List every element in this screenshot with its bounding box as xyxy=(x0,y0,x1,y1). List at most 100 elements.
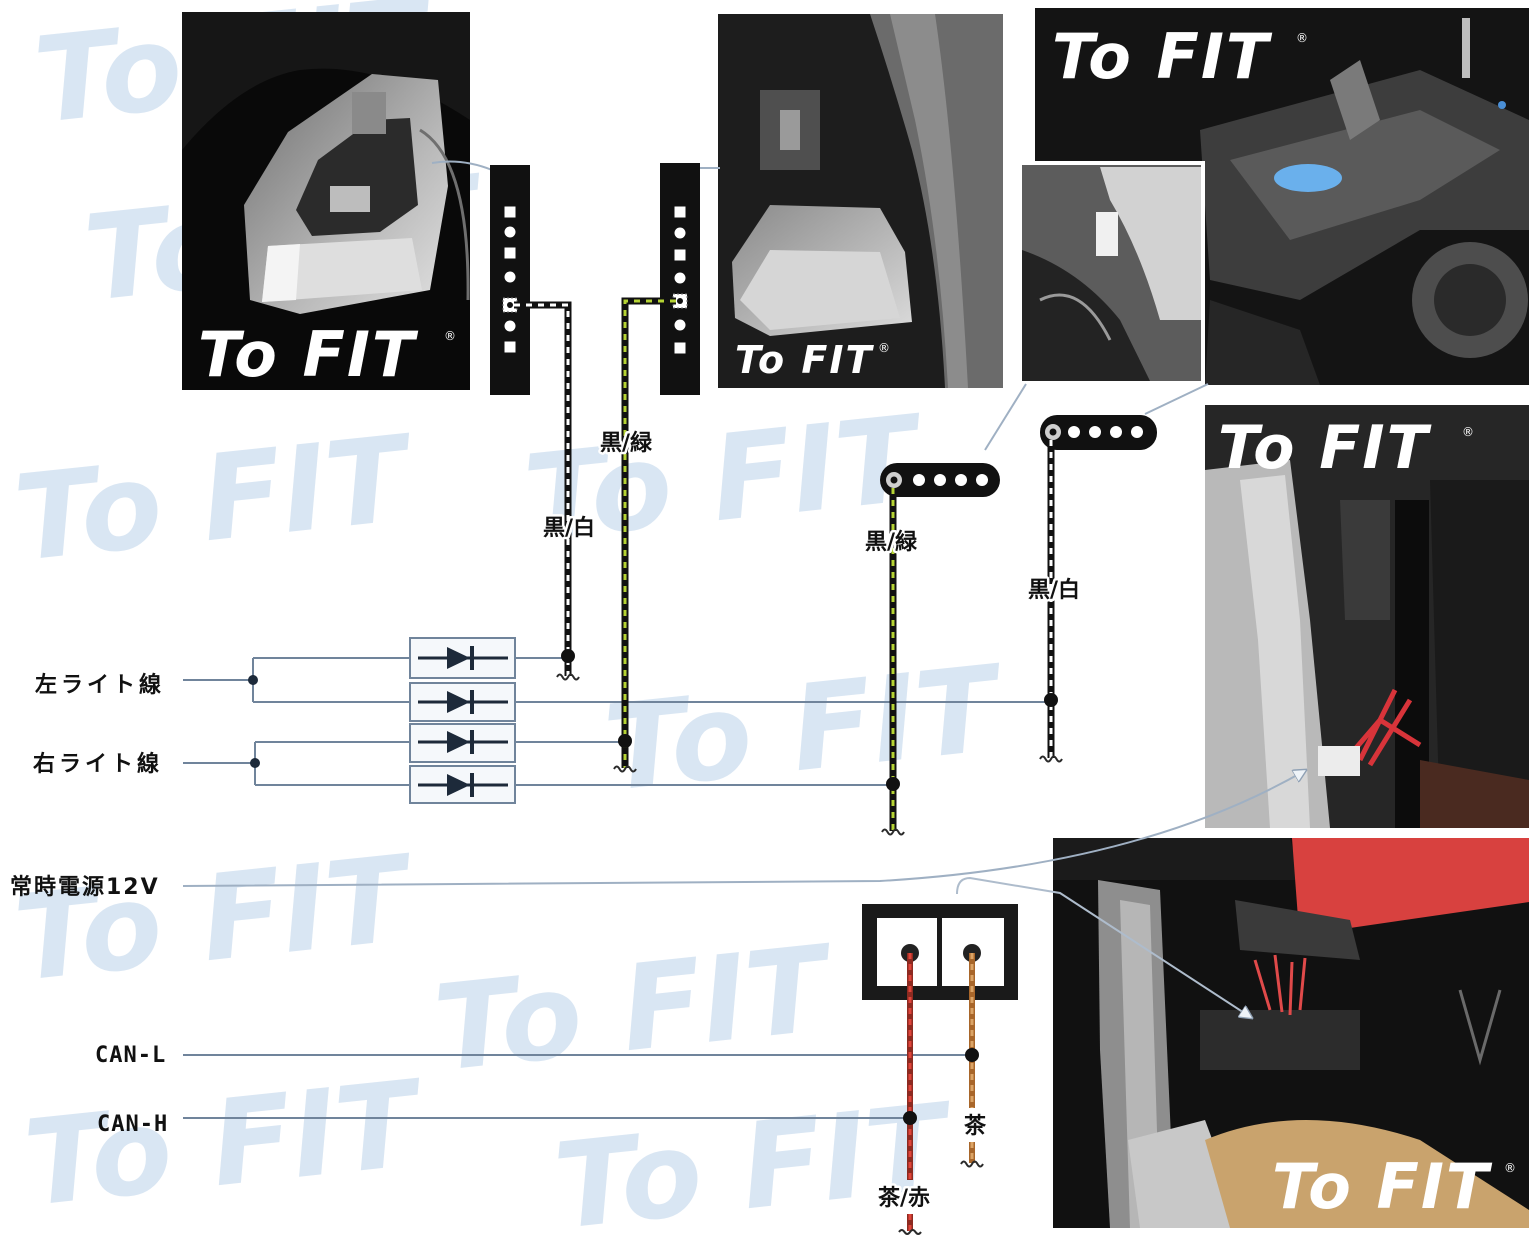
connector-pin-tap-point xyxy=(677,298,683,304)
brand-logo: To FIT xyxy=(735,338,874,382)
wire-terminal-icon xyxy=(898,1229,922,1235)
body-pillar-highlight xyxy=(890,14,968,388)
right-light-label: 右ライト線 xyxy=(33,751,163,777)
junction-dot-icon xyxy=(886,777,900,791)
watermark-logo: To FIT xyxy=(429,919,842,1098)
junction-dot-icon xyxy=(561,649,575,663)
wire-label-connector-b: 黒/白 xyxy=(1028,577,1080,603)
headlight-lens-highlight xyxy=(262,244,300,302)
photo-right-headlight: To FIT ® xyxy=(718,14,1003,388)
wire-label-right-harness: 黒/緑 xyxy=(600,430,653,456)
wire-label-can-l: 茶 xyxy=(964,1114,987,1139)
brand-logo-mark: ® xyxy=(1462,425,1474,439)
can-h-label: CAN-H xyxy=(97,1112,168,1137)
connector-pin-tap-point xyxy=(507,302,513,308)
brand-logo-mark: ® xyxy=(1504,1161,1516,1175)
junction-dot-icon xyxy=(248,675,258,685)
photo-kick-panel: To FIT ® xyxy=(1205,405,1529,828)
connector-b xyxy=(1040,415,1157,450)
watermark-logo: To FIT xyxy=(9,829,422,1008)
connector-pin-tap-point xyxy=(1049,428,1057,436)
diode-icon xyxy=(409,723,516,763)
headlight-connector xyxy=(780,110,800,150)
floor-mat xyxy=(1205,1120,1529,1228)
diode-icon xyxy=(409,765,516,804)
headlight-lens xyxy=(740,250,900,330)
left-light-label: 左ライト線 xyxy=(35,672,165,698)
brand-logo-mark: ® xyxy=(1296,31,1308,45)
constant-power-label: 常時電源12V xyxy=(10,874,160,900)
leader-lines xyxy=(431,160,1209,451)
connector-pin xyxy=(1131,426,1143,438)
junction-dot-icon xyxy=(903,1111,917,1125)
brand-logo: To FIT xyxy=(1272,1150,1493,1223)
connector-pin xyxy=(504,341,516,353)
wire-label-left-harness: 黒/白 xyxy=(543,515,595,541)
connector-pin xyxy=(674,342,686,354)
connector-pin xyxy=(504,271,516,283)
photo-shading xyxy=(182,12,470,150)
photo-left-headlight: To FIT ® xyxy=(182,12,470,391)
junction-dot-icon xyxy=(1044,693,1058,707)
diode-triangle xyxy=(447,691,470,713)
wire-label-connector-a: 黒/緑 xyxy=(865,529,918,555)
connector-a xyxy=(880,463,1000,497)
red-strap xyxy=(1292,838,1529,928)
marker-dot xyxy=(1498,101,1506,109)
photo-footwell: To FIT ® xyxy=(1053,838,1529,1228)
reservoir-cap xyxy=(1274,164,1342,192)
wire-terminals xyxy=(556,673,1063,1235)
can-pointer-line xyxy=(956,876,1252,1018)
connector-pin xyxy=(1068,426,1080,438)
connector-pin-tap-point xyxy=(890,476,898,484)
photo-shading xyxy=(1430,480,1529,828)
door-pillar-highlight xyxy=(1240,475,1310,828)
watermark-logo: To FIT xyxy=(599,639,1012,818)
watermark-logo: To FIT xyxy=(549,1077,962,1240)
power-connector xyxy=(1318,746,1360,776)
connector-pin xyxy=(1110,426,1122,438)
connector-pin xyxy=(674,249,686,261)
leader-connector-a-to-inset xyxy=(984,383,1027,451)
brand-logo: To FIT xyxy=(1052,20,1273,93)
headlight-reflector xyxy=(296,118,418,236)
headlight-lens xyxy=(262,238,422,302)
constant-power-line xyxy=(182,770,1306,887)
wire-terminal-icon xyxy=(960,1160,984,1168)
wire-stripe xyxy=(514,303,570,676)
pedal-spring xyxy=(1458,989,1502,1066)
wire-stripe xyxy=(623,299,676,768)
wire-terminal-icon xyxy=(1039,755,1063,763)
dash-panel xyxy=(1235,900,1360,960)
connector-pin xyxy=(504,226,516,238)
connector-pin xyxy=(1089,426,1101,438)
red-leads xyxy=(1253,954,1307,1016)
connector-strip-left xyxy=(490,165,530,395)
diode-icon xyxy=(409,637,516,679)
inset-connector-plug xyxy=(1096,212,1118,256)
watermark-logo: To FIT xyxy=(9,409,422,588)
wire-terminal-icon xyxy=(556,673,580,681)
brand-logo: To FIT xyxy=(198,318,419,391)
connector-strip-right xyxy=(660,163,700,395)
diode-icon xyxy=(409,682,516,722)
inset-shadow xyxy=(1022,250,1150,381)
connector-pin xyxy=(934,474,946,486)
brand-logo-mark: ® xyxy=(878,341,890,355)
brand-logo-mark: ® xyxy=(444,329,456,343)
dash-underside xyxy=(1053,838,1300,880)
wire-labels: 黒/緑 黒/白 黒/緑 黒/白 茶 茶/赤 xyxy=(540,428,1082,1214)
can-l-label: CAN-L xyxy=(95,1043,166,1068)
panel-opening xyxy=(1340,500,1390,620)
headlight-socket xyxy=(330,186,370,212)
connector-pin xyxy=(504,206,516,218)
connector-pin xyxy=(976,474,988,486)
wire-right-harness xyxy=(621,297,676,768)
connector-pin xyxy=(504,320,516,332)
photo-shading xyxy=(1205,300,1320,385)
wire-terminal-icon xyxy=(613,765,637,773)
headlight-rear-center xyxy=(1434,264,1506,336)
connector-pin xyxy=(674,319,686,331)
engine-cover-highlight xyxy=(1230,110,1500,240)
